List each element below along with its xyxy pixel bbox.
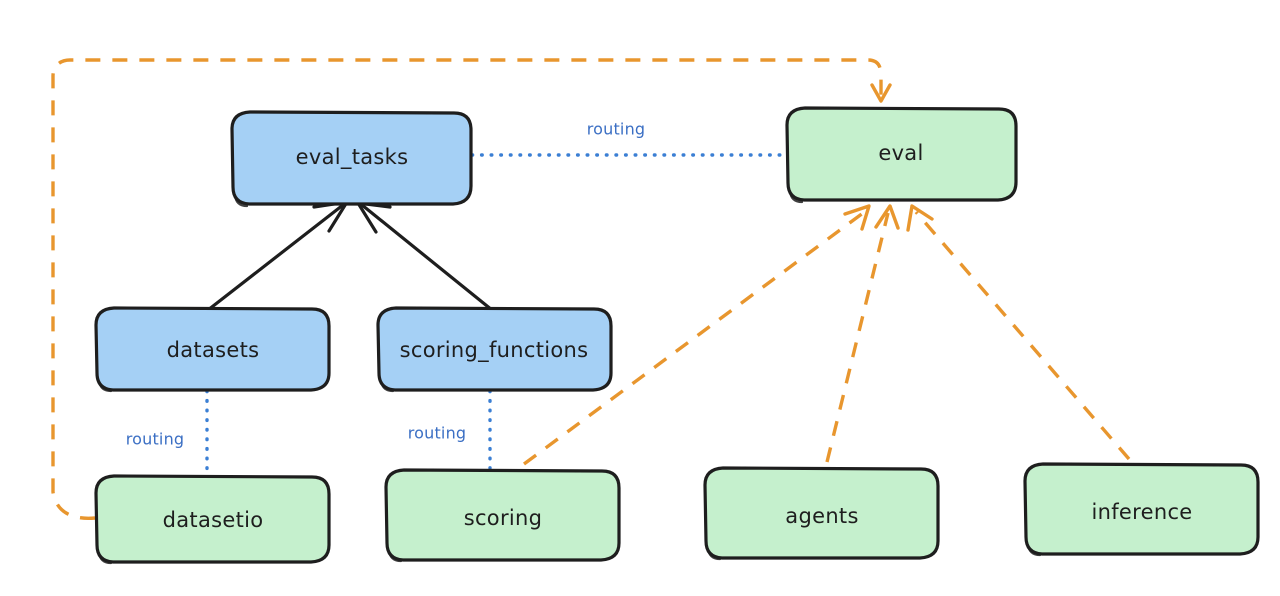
edge-label-routing-datasets: routing	[126, 430, 185, 449]
edge-scoring-functions-to-eval-tasks	[356, 201, 494, 312]
node-scoring[interactable]: scoring	[384, 468, 621, 563]
node-label-eval: eval	[878, 141, 923, 165]
node-label-agents: agents	[785, 504, 858, 528]
edge-datasets-to-eval-tasks	[206, 200, 349, 312]
node-datasets[interactable]: datasets	[94, 306, 331, 393]
edge-agents-to-eval	[825, 204, 900, 463]
node-inference[interactable]: inference	[1023, 462, 1260, 557]
node-label-scoring-functions: scoring_functions	[400, 338, 589, 363]
node-label-eval-tasks: eval_tasks	[296, 145, 409, 170]
edge-datasetio-to-eval	[51, 58, 892, 520]
node-datasetio[interactable]: datasetio	[94, 474, 331, 565]
node-label-datasetio: datasetio	[163, 508, 264, 532]
node-label-datasets: datasets	[167, 338, 260, 362]
node-scoring-functions[interactable]: scoring_functions	[376, 306, 613, 393]
node-eval[interactable]: eval	[785, 106, 1018, 204]
edge-scoring-to-eval	[522, 204, 871, 466]
node-eval-tasks[interactable]: eval_tasks	[230, 110, 473, 208]
edge-label-routing-eval-tasks: routing	[587, 120, 646, 139]
edge-inference-to-eval	[906, 204, 1131, 461]
node-agents[interactable]: agents	[703, 466, 940, 561]
node-label-scoring: scoring	[464, 506, 543, 530]
node-label-inference: inference	[1091, 500, 1192, 524]
edge-label-routing-scoring-functions: routing	[408, 424, 467, 443]
